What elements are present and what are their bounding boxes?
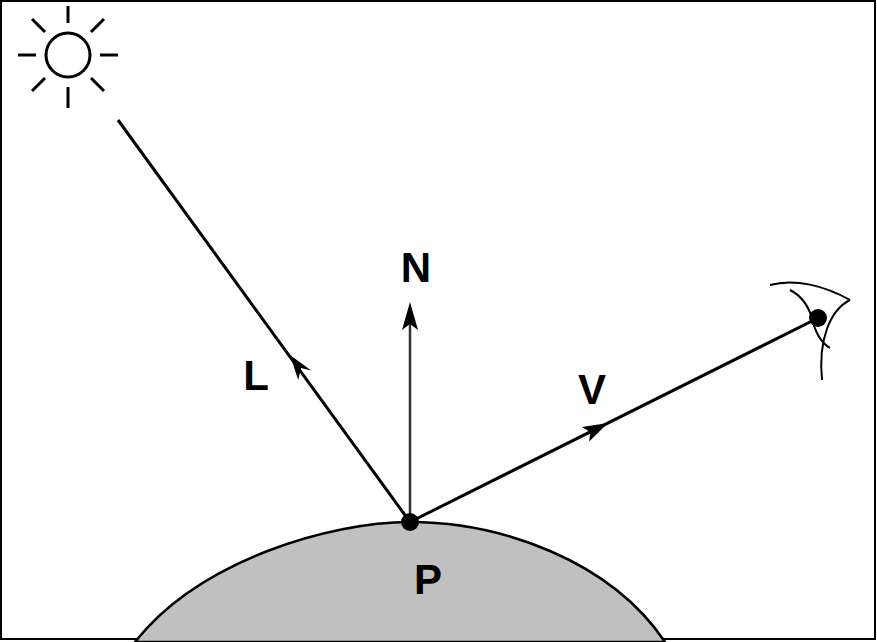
view-ray xyxy=(410,318,818,522)
eye-symbol xyxy=(770,282,850,380)
light-ray xyxy=(118,120,410,522)
point-label: P xyxy=(414,559,442,601)
surface-point xyxy=(401,513,419,531)
surface xyxy=(135,522,665,642)
arrowhead xyxy=(290,355,311,380)
vector-label: L xyxy=(243,355,269,397)
arrowhead xyxy=(402,302,418,330)
vector-label: N xyxy=(401,247,431,289)
vector-label: V xyxy=(578,369,606,411)
normal-vector xyxy=(409,310,412,522)
sun-symbol xyxy=(18,6,118,108)
arrowhead xyxy=(582,423,608,441)
